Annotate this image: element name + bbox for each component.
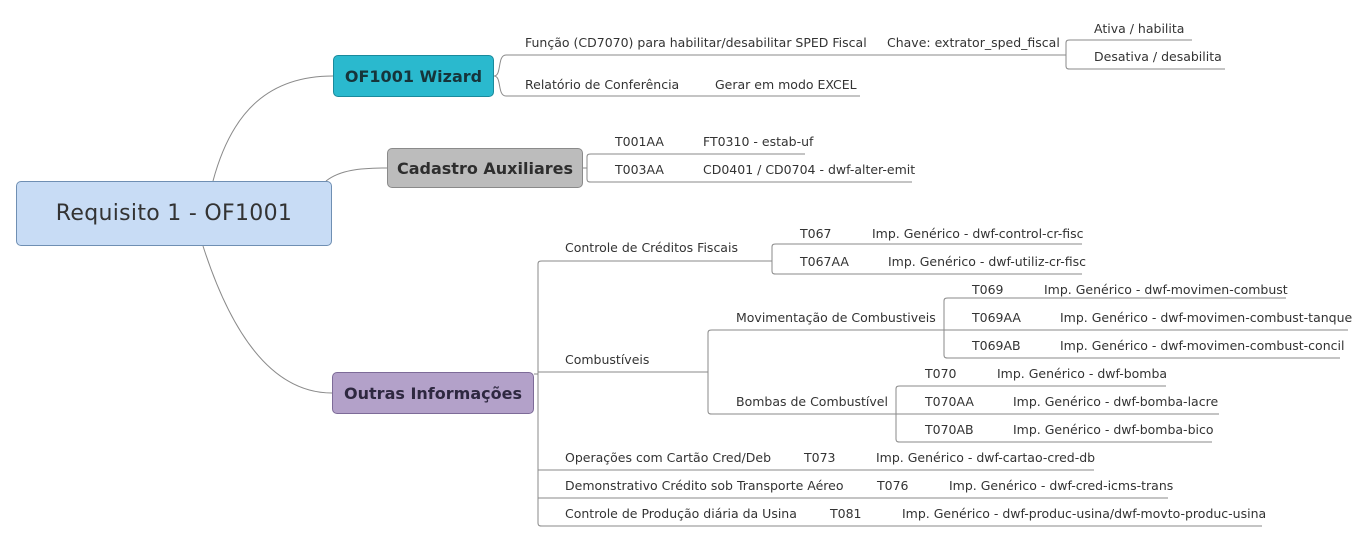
topic-code[interactable]: T069AB <box>972 338 1021 353</box>
topic-desc[interactable]: Imp. Genérico - dwf-control-cr-fisc <box>872 226 1084 241</box>
topic-code[interactable]: T076 <box>877 478 909 493</box>
topic-desc[interactable]: Imp. Genérico - dwf-movimen-combust-tanq… <box>1060 310 1353 325</box>
topic-gerar[interactable]: Gerar em modo EXCEL <box>715 77 857 92</box>
topic-code[interactable]: T067 <box>800 226 832 241</box>
topic-desc[interactable]: Imp. Genérico - dwf-movimen-combust-conc… <box>1060 338 1345 353</box>
wizard-label: OF1001 Wizard <box>344 66 483 86</box>
cadastro-label: Cadastro Auxiliares <box>396 158 574 178</box>
topic-code[interactable]: T069 <box>972 282 1004 297</box>
topic-cartao[interactable]: Operações com Cartão Cred/Deb <box>565 450 772 465</box>
topic-desc[interactable]: CD0401 / CD0704 - dwf-alter-emit <box>703 162 916 177</box>
topic-movimentacao[interactable]: Movimentação de Combustiveis <box>736 310 936 325</box>
topic-code[interactable]: T070 <box>925 366 957 381</box>
topic-code[interactable]: T067AA <box>800 254 849 269</box>
topic-desc[interactable]: Imp. Genérico - dwf-cred-icms-trans <box>949 478 1174 493</box>
topic-code[interactable]: T070AA <box>925 394 974 409</box>
topic-desativa[interactable]: Desativa / desabilita <box>1094 49 1222 64</box>
topic-combustiveis[interactable]: Combustíveis <box>565 352 650 367</box>
topic-desc[interactable]: Imp. Genérico - dwf-movimen-combust <box>1044 282 1288 297</box>
root-node[interactable]: Requisito 1 - OF1001 <box>16 181 332 246</box>
outras-label: Outras Informações <box>344 383 522 403</box>
topic-code[interactable]: T073 <box>804 450 836 465</box>
topic-controle-creditos[interactable]: Controle de Créditos Fiscais <box>565 240 738 255</box>
topic-desc[interactable]: Imp. Genérico - dwf-utiliz-cr-fisc <box>888 254 1087 269</box>
outras-node[interactable]: Outras Informações <box>332 372 534 414</box>
topic-desc[interactable]: Imp. Genérico - dwf-bomba-lacre <box>1013 394 1219 409</box>
cadastro-node[interactable]: Cadastro Auxiliares <box>387 148 583 188</box>
topic-chave[interactable]: Chave: extrator_sped_fiscal <box>887 35 1060 50</box>
topic-relatorio[interactable]: Relatório de Conferência <box>525 77 680 92</box>
topic-ativa[interactable]: Ativa / habilita <box>1094 21 1185 36</box>
topic-producao[interactable]: Controle de Produção diária da Usina <box>565 506 797 521</box>
topic-code[interactable]: T081 <box>830 506 862 521</box>
topic-code[interactable]: T003AA <box>615 162 664 177</box>
topic-transporte[interactable]: Demonstrativo Crédito sob Transporte Aér… <box>565 478 844 493</box>
topic-desc[interactable]: FT0310 - estab-uf <box>703 134 814 149</box>
topic-desc[interactable]: Imp. Genérico - dwf-bomba-bico <box>1013 422 1214 437</box>
topic-code[interactable]: T070AB <box>925 422 974 437</box>
wizard-node[interactable]: OF1001 Wizard <box>333 55 494 97</box>
topic-code[interactable]: T069AA <box>972 310 1021 325</box>
topic-desc[interactable]: Imp. Genérico - dwf-cartao-cred-db <box>876 450 1096 465</box>
topic-desc[interactable]: Imp. Genérico - dwf-bomba <box>997 366 1168 381</box>
root-label: Requisito 1 - OF1001 <box>55 201 293 226</box>
topic-desc[interactable]: Imp. Genérico - dwf-produc-usina/dwf-mov… <box>902 506 1267 521</box>
topic-code[interactable]: T001AA <box>615 134 664 149</box>
topic-funcao[interactable]: Função (CD7070) para habilitar/desabilit… <box>525 35 867 50</box>
topic-bombas[interactable]: Bombas de Combustível <box>736 394 888 409</box>
